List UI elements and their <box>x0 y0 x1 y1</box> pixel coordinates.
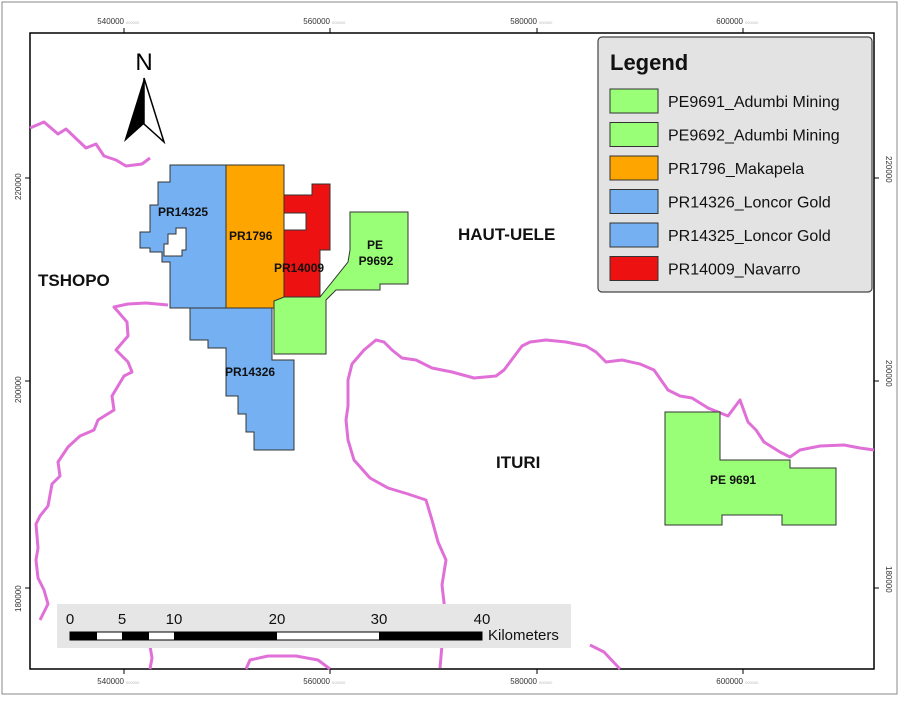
legend-label: PE9692_Adumbi Mining <box>668 128 840 145</box>
region-labels: TSHOPO HAUT-UELE ITURI <box>38 225 555 472</box>
province-boundaries <box>29 120 875 671</box>
legend-item[interactable]: PR14009_Navarro <box>609 256 801 281</box>
tenement-labels: PR14325 PR1796 PR14009 PE P9692 PR14326 … <box>158 205 756 487</box>
legend-swatch <box>609 222 659 248</box>
grid-ticks <box>25 28 879 674</box>
legend-label: PE9691_Adumbi Mining <box>668 94 840 111</box>
tenement-pr14326[interactable] <box>189 307 295 451</box>
legend-box <box>597 36 873 293</box>
tenements <box>139 164 837 526</box>
label-pe9692-line2: P9692 <box>359 254 394 268</box>
region-haut-uele: HAUT-UELE <box>458 225 555 244</box>
legend-label: PR14325_Loncor Gold <box>668 228 831 245</box>
grid-label-x-bottom: 560000 <box>303 677 330 686</box>
grid-label-y-left: 220000 <box>14 173 23 200</box>
grid-label-y-left: 180000 <box>14 585 23 612</box>
grid-labels-right: 220000 200000 180000 <box>884 156 893 593</box>
north-arrow-icon: N <box>124 49 166 145</box>
grid-label-suffix: 000000 <box>126 680 140 685</box>
legend-swatch <box>609 88 659 114</box>
tenement-pe9691[interactable] <box>664 411 837 526</box>
boundary-south <box>244 654 331 671</box>
label-pr14326: PR14326 <box>225 365 275 379</box>
boundary-southeast <box>589 643 622 671</box>
grid-label-x-bottom: 540000 <box>97 677 124 686</box>
boundary-north <box>29 120 151 168</box>
label-pe9692-line1: PE <box>367 238 383 252</box>
legend-item[interactable]: PE9691_Adumbi Mining <box>609 88 840 114</box>
grid-labels-top: 540000 560000 580000 600000 000000 00000… <box>97 17 759 26</box>
legend-item[interactable]: PE9692_Adumbi Mining <box>609 122 840 147</box>
legend-label: PR1796_Makapela <box>668 161 804 178</box>
legend-swatch <box>609 189 659 214</box>
scale-bar-background <box>57 604 571 648</box>
label-pr14325: PR14325 <box>158 205 208 219</box>
grid-label-suffix: 000000 <box>745 20 759 25</box>
scale-tick: 10 <box>166 611 183 628</box>
grid-label-x-top: 580000 <box>510 17 537 26</box>
grid-label-suffix: 000000 <box>332 680 346 685</box>
region-ituri: ITURI <box>496 453 540 472</box>
scale-bar: 0 5 10 20 30 40 Kilometers <box>57 604 571 648</box>
tenement-pe9692[interactable] <box>273 211 409 355</box>
grid-label-y-right: 180000 <box>884 566 893 593</box>
legend-item[interactable]: PR14325_Loncor Gold <box>609 222 831 248</box>
legend-swatch <box>609 256 659 281</box>
legend-label: PR14326_Loncor Gold <box>668 195 831 212</box>
boundary-west <box>34 301 169 621</box>
grid-label-suffix: 000000 <box>539 20 553 25</box>
grid-label-x-bottom: 600000 <box>716 677 743 686</box>
tenement-pr14325[interactable] <box>139 164 227 309</box>
grid-label-suffix: 000000 <box>539 680 553 685</box>
north-label: N <box>135 49 152 76</box>
label-pr14009: PR14009 <box>274 261 324 275</box>
scale-unit: Kilometers <box>488 627 559 644</box>
grid-labels-bottom: 540000 560000 580000 600000 000000 00000… <box>97 677 759 686</box>
legend: Legend PE9691_Adumbi MiningPE9692_Adumbi… <box>597 36 873 293</box>
grid-label-y-right: 200000 <box>884 360 893 387</box>
scale-tick: 20 <box>269 611 286 628</box>
grid-labels-left: 220000 200000 180000 <box>14 173 23 612</box>
grid-label-suffix: 000000 <box>332 20 346 25</box>
legend-item[interactable]: PR14326_Loncor Gold <box>609 189 831 214</box>
grid-label-x-bottom: 580000 <box>510 677 537 686</box>
grid-label-x-top: 540000 <box>97 17 124 26</box>
grid-label-suffix: 000000 <box>126 20 140 25</box>
legend-label: PR14009_Navarro <box>668 262 801 279</box>
label-pr1796: PR1796 <box>229 229 273 243</box>
legend-item[interactable]: PR1796_Makapela <box>609 155 804 181</box>
region-tshopo: TSHOPO <box>38 271 110 290</box>
legend-swatch <box>609 122 659 147</box>
scale-tick: 5 <box>118 611 126 628</box>
grid-label-y-right: 220000 <box>884 156 893 183</box>
scale-tick: 30 <box>371 611 388 628</box>
scale-tick: 0 <box>66 611 74 628</box>
grid-label-x-top: 600000 <box>716 17 743 26</box>
label-pe9691: PE 9691 <box>710 473 756 487</box>
boundary-ituri <box>344 338 875 669</box>
grid-label-suffix: 000000 <box>745 680 759 685</box>
grid-label-x-top: 560000 <box>303 17 330 26</box>
legend-title: Legend <box>610 50 688 75</box>
scale-tick: 40 <box>474 611 491 628</box>
legend-swatch <box>609 155 659 181</box>
grid-label-y-left: 200000 <box>14 376 23 403</box>
